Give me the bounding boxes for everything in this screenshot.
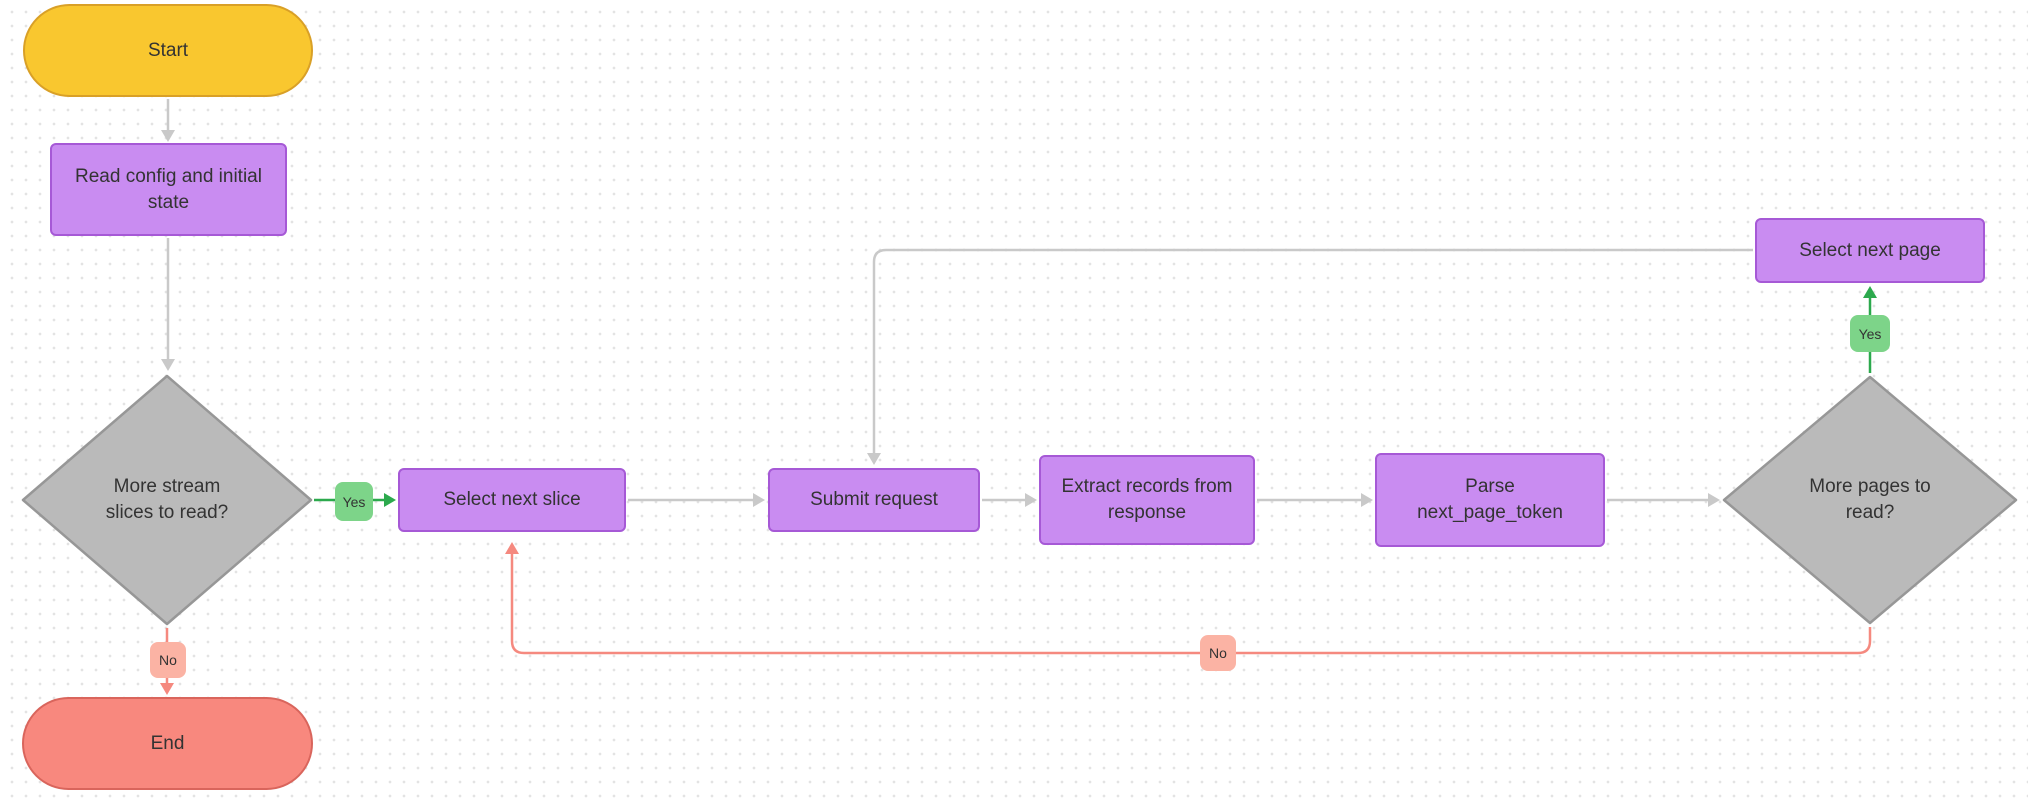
node-parse-token: Parse next_page_token	[1375, 453, 1605, 547]
edge-label-no-slices: No	[150, 642, 186, 678]
node-select-next-page: Select next page	[1755, 218, 1985, 283]
node-extract-records-label: Extract records from response	[1061, 476, 1233, 523]
edge-label-no-pages: No	[1200, 635, 1236, 671]
edge-label-yes-slices-text: Yes	[342, 493, 366, 510]
node-end: End	[22, 697, 313, 790]
node-extract-records: Extract records from response	[1039, 455, 1255, 545]
edge-submit-request-to-extract-records	[982, 493, 1037, 507]
edge-select-next-page-to-submit-request	[867, 248, 1753, 465]
arrowhead-right-icon	[1708, 493, 1720, 507]
node-read-config: Read config and initial state	[50, 143, 287, 236]
arrowhead-right-icon	[1361, 493, 1373, 507]
node-submit-request: Submit request	[768, 468, 980, 532]
edge-read-config-to-more-slices	[161, 238, 175, 371]
edge-label-yes-pages: Yes	[1850, 315, 1890, 352]
node-parse-token-label: Parse next_page_token	[1417, 476, 1563, 523]
arrowhead-right-icon	[384, 493, 396, 507]
edge-label-yes-pages-text: Yes	[1858, 325, 1882, 342]
node-more-slices-decision: More stream slices to read?	[21, 374, 313, 626]
arrowhead-down-icon	[161, 130, 175, 142]
arrowhead-down-icon	[160, 683, 174, 695]
node-select-next-slice-label: Select next slice	[443, 489, 581, 511]
edge-label-no-pages-text: No	[1209, 645, 1227, 661]
diamond-shape	[1722, 375, 2018, 625]
arrowhead-up-icon	[1863, 286, 1877, 298]
edge-extract-records-to-parse-token	[1257, 493, 1373, 507]
node-more-slices-label: More stream slices to read?	[105, 476, 229, 523]
edge-more-pages-no-to-select-next-slice	[505, 542, 1872, 655]
node-read-config-label: Read config and initial state	[75, 165, 262, 213]
node-select-next-page-label: Select next page	[1799, 239, 1941, 261]
node-more-pages-decision: More pages to read?	[1722, 375, 2018, 625]
node-start: Start	[23, 4, 313, 97]
arrowhead-down-icon	[161, 359, 175, 371]
arrowhead-up-icon	[505, 542, 519, 554]
arrowhead-right-icon	[753, 493, 765, 507]
arrowhead-right-icon	[1025, 493, 1037, 507]
node-select-next-slice: Select next slice	[398, 468, 626, 532]
diamond-shape	[21, 374, 313, 626]
node-submit-request-label: Submit request	[810, 489, 938, 511]
edge-label-yes-slices: Yes	[335, 482, 373, 521]
edge-start-to-read-config	[161, 99, 175, 142]
node-more-pages-label: More pages to read?	[1809, 476, 1931, 523]
arrowhead-down-icon	[867, 453, 881, 465]
node-start-label: Start	[147, 39, 189, 61]
edge-label-no-slices-text: No	[159, 652, 177, 668]
edge-select-next-slice-to-submit-request	[628, 493, 765, 507]
edge-parse-token-to-more-pages	[1607, 493, 1720, 507]
node-end-label: End	[150, 732, 185, 754]
